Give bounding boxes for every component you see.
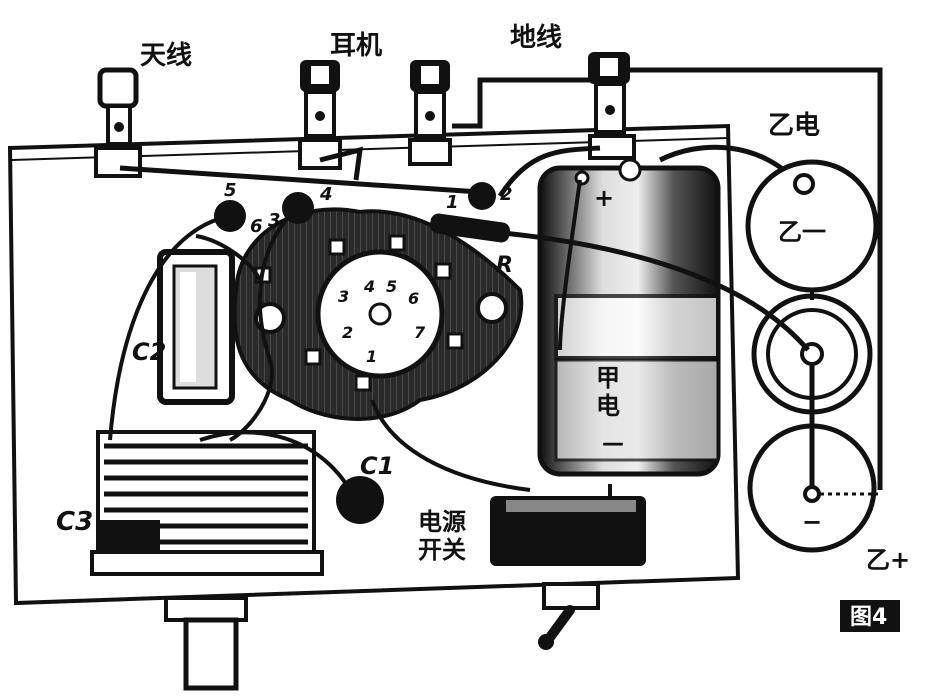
earphone-label: 耳机	[330, 31, 382, 61]
tube-pin-1: 1	[366, 347, 377, 366]
c2-label: C2	[132, 338, 166, 366]
terminal-number-4: 4	[319, 184, 333, 205]
battery-a-minus-label: —	[602, 431, 624, 456]
antenna-terminal	[94, 67, 142, 178]
capacitor-c2	[157, 249, 235, 405]
tube-pin-6: 6	[408, 289, 419, 308]
terminal-number-3: 3	[268, 210, 281, 231]
battery-b-label: 乙电	[768, 111, 820, 141]
terminal-number-2: 2	[500, 184, 513, 205]
ground-label: 地线	[510, 23, 562, 53]
tube-socket	[232, 207, 524, 421]
tube-pin-3: 3	[338, 287, 349, 306]
terminal-number-1: 1	[446, 192, 459, 213]
battery-a-label-line1: 甲	[596, 364, 620, 392]
wire-r-to-battery-b	[469, 227, 810, 352]
resistor-r	[430, 213, 510, 243]
ground-terminal	[588, 52, 636, 160]
wires-board	[108, 179, 612, 500]
tube-pin-5: 5	[386, 277, 397, 296]
earphone-terminal-1	[298, 60, 342, 170]
earphone-terminal-2	[408, 60, 452, 166]
figure-tag: 图4	[840, 600, 900, 632]
battery-a	[537, 158, 721, 477]
capacitor-c3	[90, 430, 324, 691]
c3-label: C3	[56, 507, 93, 537]
battery-a-label-line2: 电	[596, 392, 620, 420]
battery-a-plus-label: +	[594, 184, 614, 212]
tube-pin-2: 2	[342, 323, 353, 342]
power-switch	[490, 496, 646, 650]
power-switch-label-line2: 开关	[418, 536, 466, 564]
battery-b-plus-label: 乙+	[866, 546, 910, 574]
terminal-number-5: 5	[224, 180, 237, 201]
figure-tag-text: 图4	[850, 605, 887, 630]
c1-label: C1	[360, 452, 394, 480]
tube-pin-4: 4	[363, 277, 375, 296]
power-switch-label-line1: 电源	[418, 508, 466, 536]
battery-b-cell-minus-label: −	[802, 508, 822, 536]
antenna-label: 天线	[140, 41, 192, 71]
battery-b-minus-label: 乙一	[778, 218, 826, 246]
r-label: R	[496, 253, 513, 278]
terminal-number-6: 6	[250, 216, 263, 237]
tube-pin-7: 7	[414, 323, 426, 342]
